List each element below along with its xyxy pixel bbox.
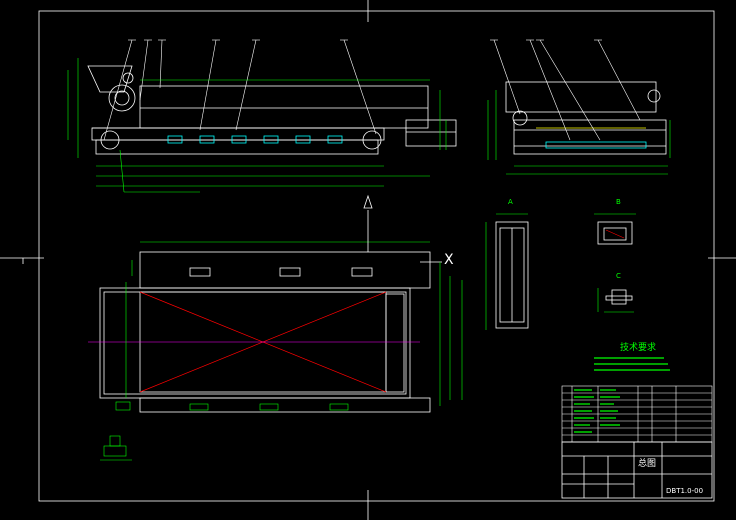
section-detail-c: C xyxy=(597,272,634,313)
section-b-label: B xyxy=(616,198,621,206)
parts-list-entries xyxy=(574,389,620,433)
tech-requirements-heading: 技术要求 xyxy=(620,341,656,353)
section-a-label: A xyxy=(508,198,513,206)
technical-requirements: 技术要求 xyxy=(594,341,670,371)
section-cut-label: X xyxy=(444,252,454,268)
section-detail-a: A xyxy=(485,198,529,330)
section-c-label: C xyxy=(616,272,621,280)
side-elevation-view xyxy=(487,39,671,175)
section-detail-b: B xyxy=(594,198,636,245)
drawing-title: 总图 xyxy=(638,457,656,469)
detail-anchor xyxy=(100,435,132,461)
drawing-number: DBT1.0-00 xyxy=(666,487,703,495)
plan-view: X xyxy=(88,194,463,413)
title-block xyxy=(561,441,713,499)
parts-list xyxy=(561,385,713,443)
front-elevation-view xyxy=(67,39,457,193)
